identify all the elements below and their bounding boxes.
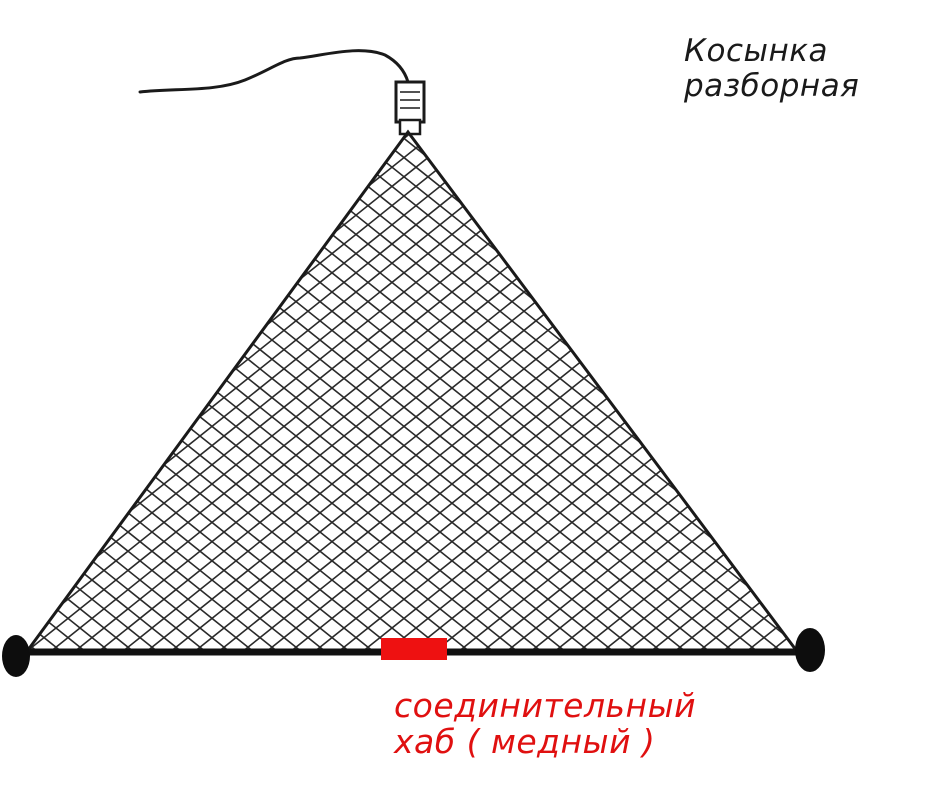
net-strand <box>28 132 429 650</box>
net-strand <box>28 132 337 650</box>
net-strand <box>351 132 796 650</box>
net-strand <box>28 132 69 650</box>
net-strand <box>860 100 936 660</box>
net-strand <box>28 132 121 650</box>
net-strand <box>475 132 796 650</box>
right-end-weight <box>795 628 825 672</box>
title-line-2: разборная <box>684 68 860 104</box>
net-strand <box>28 132 697 650</box>
net-strand <box>787 132 796 650</box>
net-strand <box>28 132 49 650</box>
net-strand <box>28 132 313 650</box>
hub-caption-line-1: соединительный <box>394 686 697 725</box>
net-strand <box>543 132 796 650</box>
net-strand <box>447 132 796 650</box>
connecting-hub-marker <box>381 638 447 660</box>
net-strand <box>519 132 796 650</box>
net-strand <box>591 132 796 650</box>
net-strand <box>28 132 505 650</box>
net-strand <box>28 132 309 650</box>
net-strand <box>836 100 936 660</box>
net-strand <box>639 132 796 650</box>
net-strand <box>499 132 796 650</box>
net-strand <box>255 132 796 650</box>
net-strand <box>28 132 333 650</box>
top-fitting <box>394 80 426 136</box>
net-strand <box>28 132 141 650</box>
net-strand <box>28 132 601 650</box>
net-strand <box>619 132 796 650</box>
net-strand <box>595 132 796 650</box>
net-strand <box>307 132 796 650</box>
net-strand <box>28 132 145 650</box>
net-strand <box>28 132 717 650</box>
net-strand <box>28 132 213 650</box>
net-mesh <box>0 100 936 660</box>
net-strand <box>28 132 477 650</box>
net-strand <box>691 132 796 650</box>
net-strand <box>495 132 796 650</box>
net-strand <box>403 132 796 650</box>
net-strand <box>28 132 457 650</box>
net-strand <box>28 132 117 650</box>
net-strand <box>28 132 261 650</box>
net-strand <box>667 132 796 650</box>
net-strand <box>423 132 796 650</box>
hub-caption: соединительный хаб ( медный ) <box>394 688 696 760</box>
net-strand <box>283 132 796 650</box>
net-strand <box>159 132 796 650</box>
title-line-1: Косынка <box>684 33 828 69</box>
net-strand <box>711 132 796 650</box>
net-strand <box>28 132 405 650</box>
net-strand <box>207 132 796 650</box>
net-strand <box>28 132 621 650</box>
hub-caption-line-2: хаб ( медный ) <box>394 722 656 761</box>
net-strand <box>28 132 361 650</box>
net-strand <box>908 100 936 660</box>
net-strand <box>884 100 936 660</box>
net-strand <box>932 100 936 660</box>
net-strand <box>28 132 237 650</box>
net-strand <box>115 132 796 650</box>
diagram-title: Косынка разборная <box>684 34 859 104</box>
net-strand <box>567 132 796 650</box>
net-strand <box>28 132 241 650</box>
net-strand <box>812 100 936 660</box>
net-strand <box>28 132 217 650</box>
net-strand <box>715 132 796 650</box>
net-strand <box>739 132 796 650</box>
rope-line <box>138 49 410 94</box>
net-strand <box>379 132 796 650</box>
net-strand <box>471 132 796 650</box>
net-strand <box>375 132 796 650</box>
net-strand <box>571 132 796 650</box>
net-strand <box>0 100 20 660</box>
net-strand <box>759 132 796 650</box>
net-strand <box>451 132 796 650</box>
net-strand <box>687 132 796 650</box>
net-strand <box>231 132 796 650</box>
net-strand <box>135 132 796 650</box>
net-strand <box>28 132 93 650</box>
left-end-weight <box>2 635 30 677</box>
net-strand <box>28 132 265 650</box>
net-strand <box>763 132 796 650</box>
net-strand <box>735 132 796 650</box>
net-strand <box>28 132 73 650</box>
net-strand <box>783 132 796 650</box>
net-strand <box>28 132 289 650</box>
net-strand <box>279 132 796 650</box>
net-strand <box>183 132 796 650</box>
net-strand <box>111 132 796 650</box>
net-strand <box>28 132 45 650</box>
net-strand <box>663 132 796 650</box>
net-strand <box>0 100 24 660</box>
